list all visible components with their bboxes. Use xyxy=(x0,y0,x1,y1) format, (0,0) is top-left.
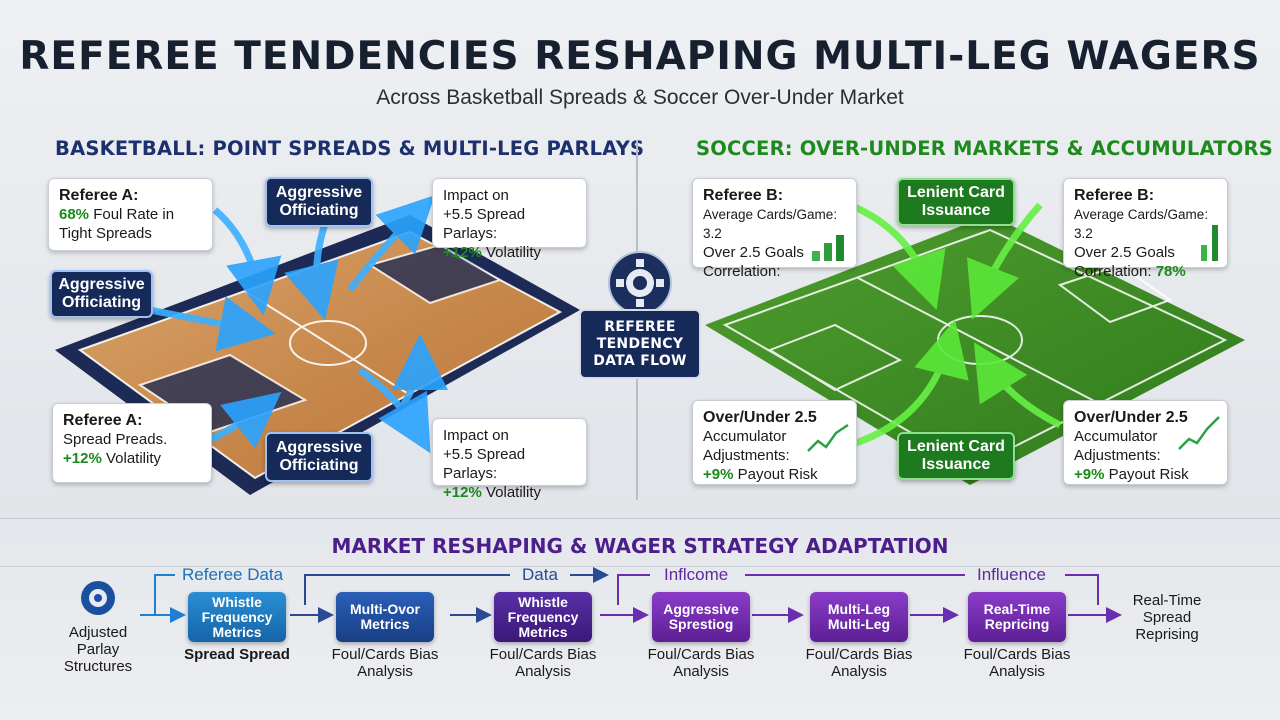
badge-lenient-card-issuance-bottom: Lenient Card Issuance xyxy=(897,432,1015,480)
card-text: Adjustments: xyxy=(1074,447,1161,464)
stat-value: +12% xyxy=(443,484,482,501)
soccer-heading: SOCCER: OVER-UNDER MARKETS & ACCUMULATOR… xyxy=(696,137,1274,160)
soccer-flow-arrows xyxy=(848,201,1062,449)
market-divider xyxy=(0,566,1280,567)
card-text: +5.5 Spread Parlays: xyxy=(443,446,526,482)
card-text: Adjustments: xyxy=(703,447,790,464)
card-text: Volatility xyxy=(481,484,541,501)
card-text: Over 2.5 Goals xyxy=(1074,244,1175,261)
bar-chart-icon xyxy=(1201,225,1218,261)
market-heading: MARKET RESHAPING & WAGER STRATEGY ADAPTA… xyxy=(331,534,949,558)
card-text: Impact on xyxy=(443,187,509,204)
card-title: Referee B: xyxy=(703,187,784,204)
stat-value: +12% xyxy=(63,450,102,467)
card-title: Referee A: xyxy=(63,412,143,429)
trend-line-icon xyxy=(1178,416,1220,450)
card-text: Spread Preads. xyxy=(63,431,168,448)
card-title: Referee B: xyxy=(1074,187,1155,204)
node-multi-ovor-metrics: Multi-Ovor Metrics xyxy=(336,592,434,642)
node-real-time-repricing: Real-Time Repricing xyxy=(968,592,1066,642)
flow-label-influence: Influence xyxy=(977,565,1046,584)
card-text: Impact on xyxy=(443,427,509,444)
referee-tendency-data-flow: REFEREE TENDENCY DATA FLOW xyxy=(579,309,701,379)
basketball-flow-arrows xyxy=(149,195,448,454)
node-sub-bias-analysis: Foul/Cards Bias Analysis xyxy=(963,646,1071,680)
card-text: Tight Spreads xyxy=(59,225,152,242)
basketball-card-referee-a-spread: Referee A: Spread Preads. +12% Volatilit… xyxy=(52,403,212,483)
card-text: Volatility xyxy=(101,450,161,467)
card-text: Payout Risk xyxy=(1104,466,1189,483)
soccer-card-over-under-left: Over/Under 2.5 Accumulator Adjustments: … xyxy=(692,400,857,485)
soccer-card-referee-b-left: Referee B: Average Cards/Game: 3.2 Over … xyxy=(692,178,857,280)
soccer-card-over-under-right: Over/Under 2.5 Accumulator Adjustments: … xyxy=(1063,400,1228,485)
node-multi-leg: Multi-Leg Multi-Leg xyxy=(810,592,908,642)
card-text: Volatility xyxy=(481,244,541,261)
adjusted-parlay-structures: Adjusted Parlay Structures xyxy=(63,624,133,675)
card-title: Over/Under 2.5 xyxy=(703,409,817,426)
node-sub-bias-analysis: Foul/Cards Bias Analysis xyxy=(647,646,755,680)
stat-value: +12% xyxy=(443,244,482,261)
card-text: Correlation: xyxy=(703,263,781,280)
stat-value: 68% xyxy=(59,206,90,223)
badge-aggressive-officiating-top: Aggressive Officiating xyxy=(265,177,373,227)
card-text: Payout Risk xyxy=(733,466,818,483)
flow-label-data: Data xyxy=(522,565,558,584)
node-aggressive-sprestiog: Aggressive Sprestiog xyxy=(652,592,750,642)
badge-aggressive-officiating-left: Aggressive Officiating xyxy=(50,270,153,318)
page-title: REFEREE TENDENCIES RESHAPING MULTI-LEG W… xyxy=(19,34,1261,79)
gear-icon xyxy=(81,581,115,615)
soccer-card-referee-b-right: Referee B: Average Cards/Game: 3.2 Over … xyxy=(1063,178,1228,280)
badge-lenient-card-issuance-top: Lenient Card Issuance xyxy=(897,178,1015,226)
basketball-card-impact-top: Impact on +5.5 Spread Parlays: +12% Vola… xyxy=(432,178,587,261)
card-title: Over/Under 2.5 xyxy=(1074,409,1188,426)
card-text: Average Cards/Game: 3.2 xyxy=(1074,207,1209,241)
node-sub-bias-analysis: Foul/Cards Bias Analysis xyxy=(489,646,597,680)
basketball-heading: BASKETBALL: POINT SPREADS & MULTI-LEG PA… xyxy=(55,137,645,160)
stat-value: +9% xyxy=(1074,466,1105,483)
node-sub-spread: Spread Spread xyxy=(184,646,290,663)
card-title: Referee A: xyxy=(59,187,139,204)
card-text: Accumulator xyxy=(1074,428,1158,445)
card-text: Over 2.5 Goals xyxy=(703,244,804,261)
page-subtitle: Across Basketball Spreads & Soccer Over-… xyxy=(376,86,904,109)
flow-label-referee-data: Referee Data xyxy=(182,565,284,584)
node-sub-bias-analysis: Foul/Cards Bias Analysis xyxy=(805,646,913,680)
gear-icon xyxy=(608,251,672,315)
node-whistle-frequency-metrics: Whistle Frequency Metrics xyxy=(188,592,286,642)
card-text: Average Cards/Game: 3.2 xyxy=(703,207,838,241)
market-flow-arrows xyxy=(140,567,1122,623)
node-sub-bias-analysis: Foul/Cards Bias Analysis xyxy=(331,646,439,680)
basketball-card-referee-a-foul: Referee A: 68% Foul Rate in Tight Spread… xyxy=(48,178,213,251)
badge-aggressive-officiating-bottom: Aggressive Officiating xyxy=(265,432,373,482)
bar-chart-icon xyxy=(812,235,844,261)
card-text: Foul Rate in xyxy=(89,206,175,223)
trend-line-icon xyxy=(807,423,849,452)
basketball-card-impact-bottom: Impact on +5.5 Spread Parlays: +12% Vola… xyxy=(432,418,587,501)
real-time-spread-reprising: Real-Time Spread Reprising xyxy=(1132,592,1202,643)
card-text: Accumulator xyxy=(703,428,787,445)
node-whistle-frequency-metrics-2: Whistle Frequency Metrics xyxy=(494,592,592,642)
stat-value: 78% xyxy=(1155,263,1186,280)
flow-label-inflcome: Inflcome xyxy=(664,565,729,584)
stat-value: +9% xyxy=(703,466,734,483)
card-text: Correlation: xyxy=(1074,263,1156,280)
card-text: +5.5 Spread Parlays: xyxy=(443,206,526,242)
